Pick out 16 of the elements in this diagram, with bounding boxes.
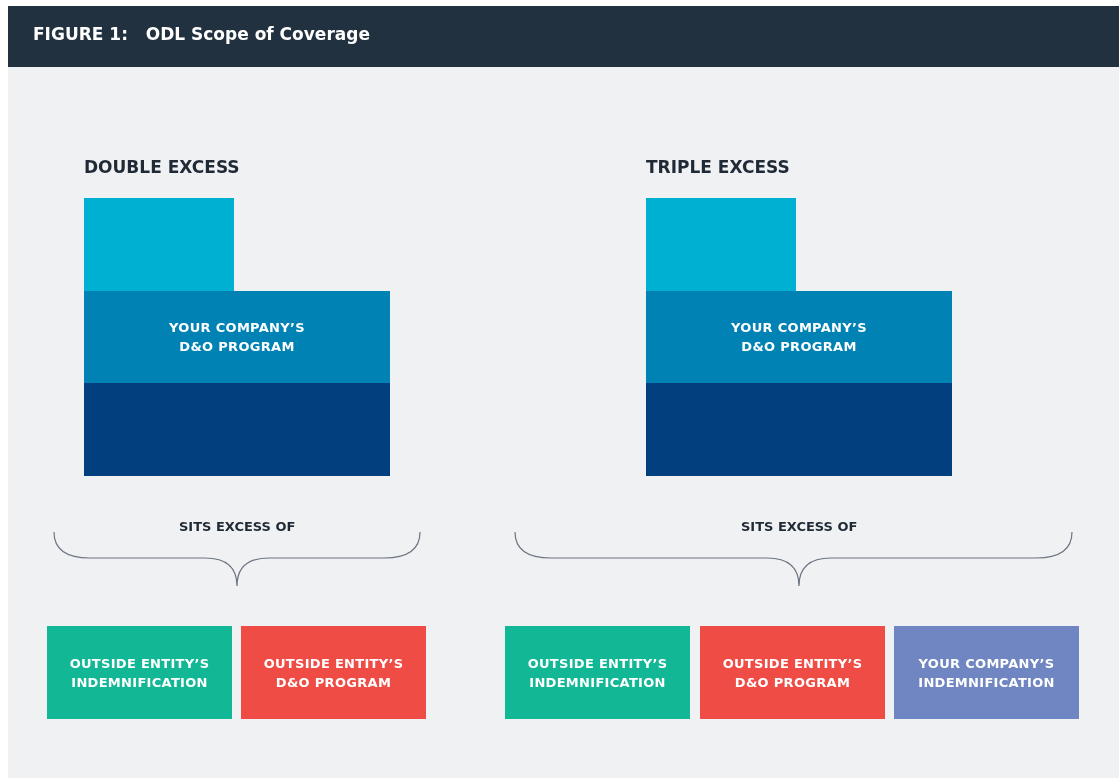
bracket-label: SITS EXCESS OF [741,519,858,534]
coverage-block: OUTSIDE ENTITY’S D&O PROGRAM [241,626,426,719]
program-layer-block: YOUR COMPANY’S D&O PROGRAM [646,291,952,383]
section-heading: DOUBLE EXCESS [84,157,240,177]
figure-title: FIGURE 1: ODL Scope of Coverage [33,24,370,44]
coverage-block: YOUR COMPANY’S INDEMNIFICATION [894,626,1079,719]
underlying-layer-block [646,383,952,476]
coverage-block: OUTSIDE ENTITY’S D&O PROGRAM [700,626,885,719]
excess-layer-block [646,198,796,291]
coverage-block: OUTSIDE ENTITY’S INDEMNIFICATION [505,626,690,719]
coverage-block: OUTSIDE ENTITY’S INDEMNIFICATION [47,626,232,719]
program-layer-block: YOUR COMPANY’S D&O PROGRAM [84,291,390,383]
underlying-layer-block [84,383,390,476]
section-heading: TRIPLE EXCESS [646,157,790,177]
bracket-label: SITS EXCESS OF [179,519,296,534]
excess-layer-block [84,198,234,291]
